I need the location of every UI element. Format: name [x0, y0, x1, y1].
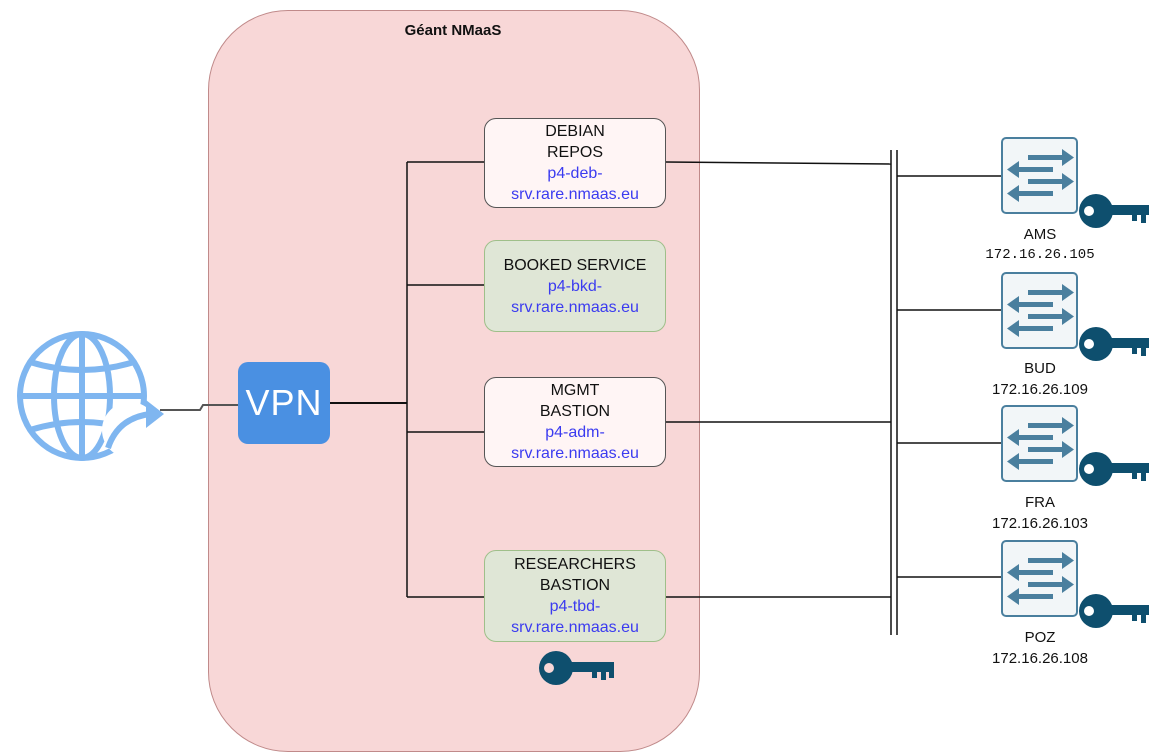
service-host-line: srv.rare.nmaas.eu: [511, 619, 639, 636]
service-researchers-bastion: RESEARCHERS BASTION p4-tbd- srv.rare.nma…: [484, 550, 666, 642]
switch-ip: 172.16.26.105: [985, 247, 1095, 263]
switch-name: AMS: [1023, 226, 1057, 243]
service-host-line: p4-deb-: [547, 165, 603, 182]
switch-name: BUD: [1024, 360, 1056, 377]
key-icon-ams: [1079, 194, 1149, 228]
service-host-line: srv.rare.nmaas.eu: [511, 445, 639, 462]
service-name-line: BASTION: [539, 577, 611, 594]
switch-name: FRA: [1025, 494, 1055, 511]
key-icon-poz: [1079, 594, 1149, 628]
switch-name: POZ: [1024, 629, 1056, 646]
switch-icon-bud: [1001, 272, 1078, 349]
service-name-line: BOOKED SERVICE: [503, 256, 647, 274]
switch-label-poz: POZ 172.16.26.108: [965, 627, 1115, 669]
service-host-line: srv.rare.nmaas.eu: [511, 298, 639, 316]
container-title: Géant NMaaS: [404, 22, 502, 39]
service-name-line: DEBIAN: [545, 123, 605, 140]
service-booked: BOOKED SERVICE p4-bkd- srv.rare.nmaas.eu: [484, 240, 666, 332]
service-name-line: BASTION: [539, 403, 611, 420]
key-icon-fra: [1079, 452, 1149, 486]
key-icon-bud: [1079, 327, 1149, 361]
vpn-icon: VPN: [238, 362, 330, 444]
service-host-line: p4-adm-: [545, 424, 605, 441]
switch-icon-ams: [1001, 137, 1078, 214]
switch-icon-fra: [1001, 405, 1078, 482]
service-debian-repos: DEBIAN REPOS p4-deb- srv.rare.nmaas.eu: [484, 118, 666, 208]
service-host-line: p4-bkd-: [547, 277, 603, 295]
switch-label-fra: FRA 172.16.26.103: [965, 492, 1115, 534]
switch-label-ams: AMS 172.16.26.105: [965, 224, 1115, 266]
switch-ip: 172.16.26.108: [992, 650, 1088, 667]
switch-icon-poz: [1001, 540, 1078, 617]
switch-label-bud: BUD 172.16.26.109: [965, 358, 1115, 400]
service-host-line: p4-tbd-: [549, 598, 601, 615]
service-name-line: MGMT: [550, 382, 600, 399]
service-host-line: srv.rare.nmaas.eu: [511, 186, 639, 203]
switch-ip: 172.16.26.109: [992, 381, 1088, 398]
service-name-line: REPOS: [546, 144, 603, 161]
service-mgmt-bastion: MGMT BASTION p4-adm- srv.rare.nmaas.eu: [484, 377, 666, 467]
service-name-line: RESEARCHERS: [514, 556, 636, 573]
switch-ip: 172.16.26.103: [992, 515, 1088, 532]
